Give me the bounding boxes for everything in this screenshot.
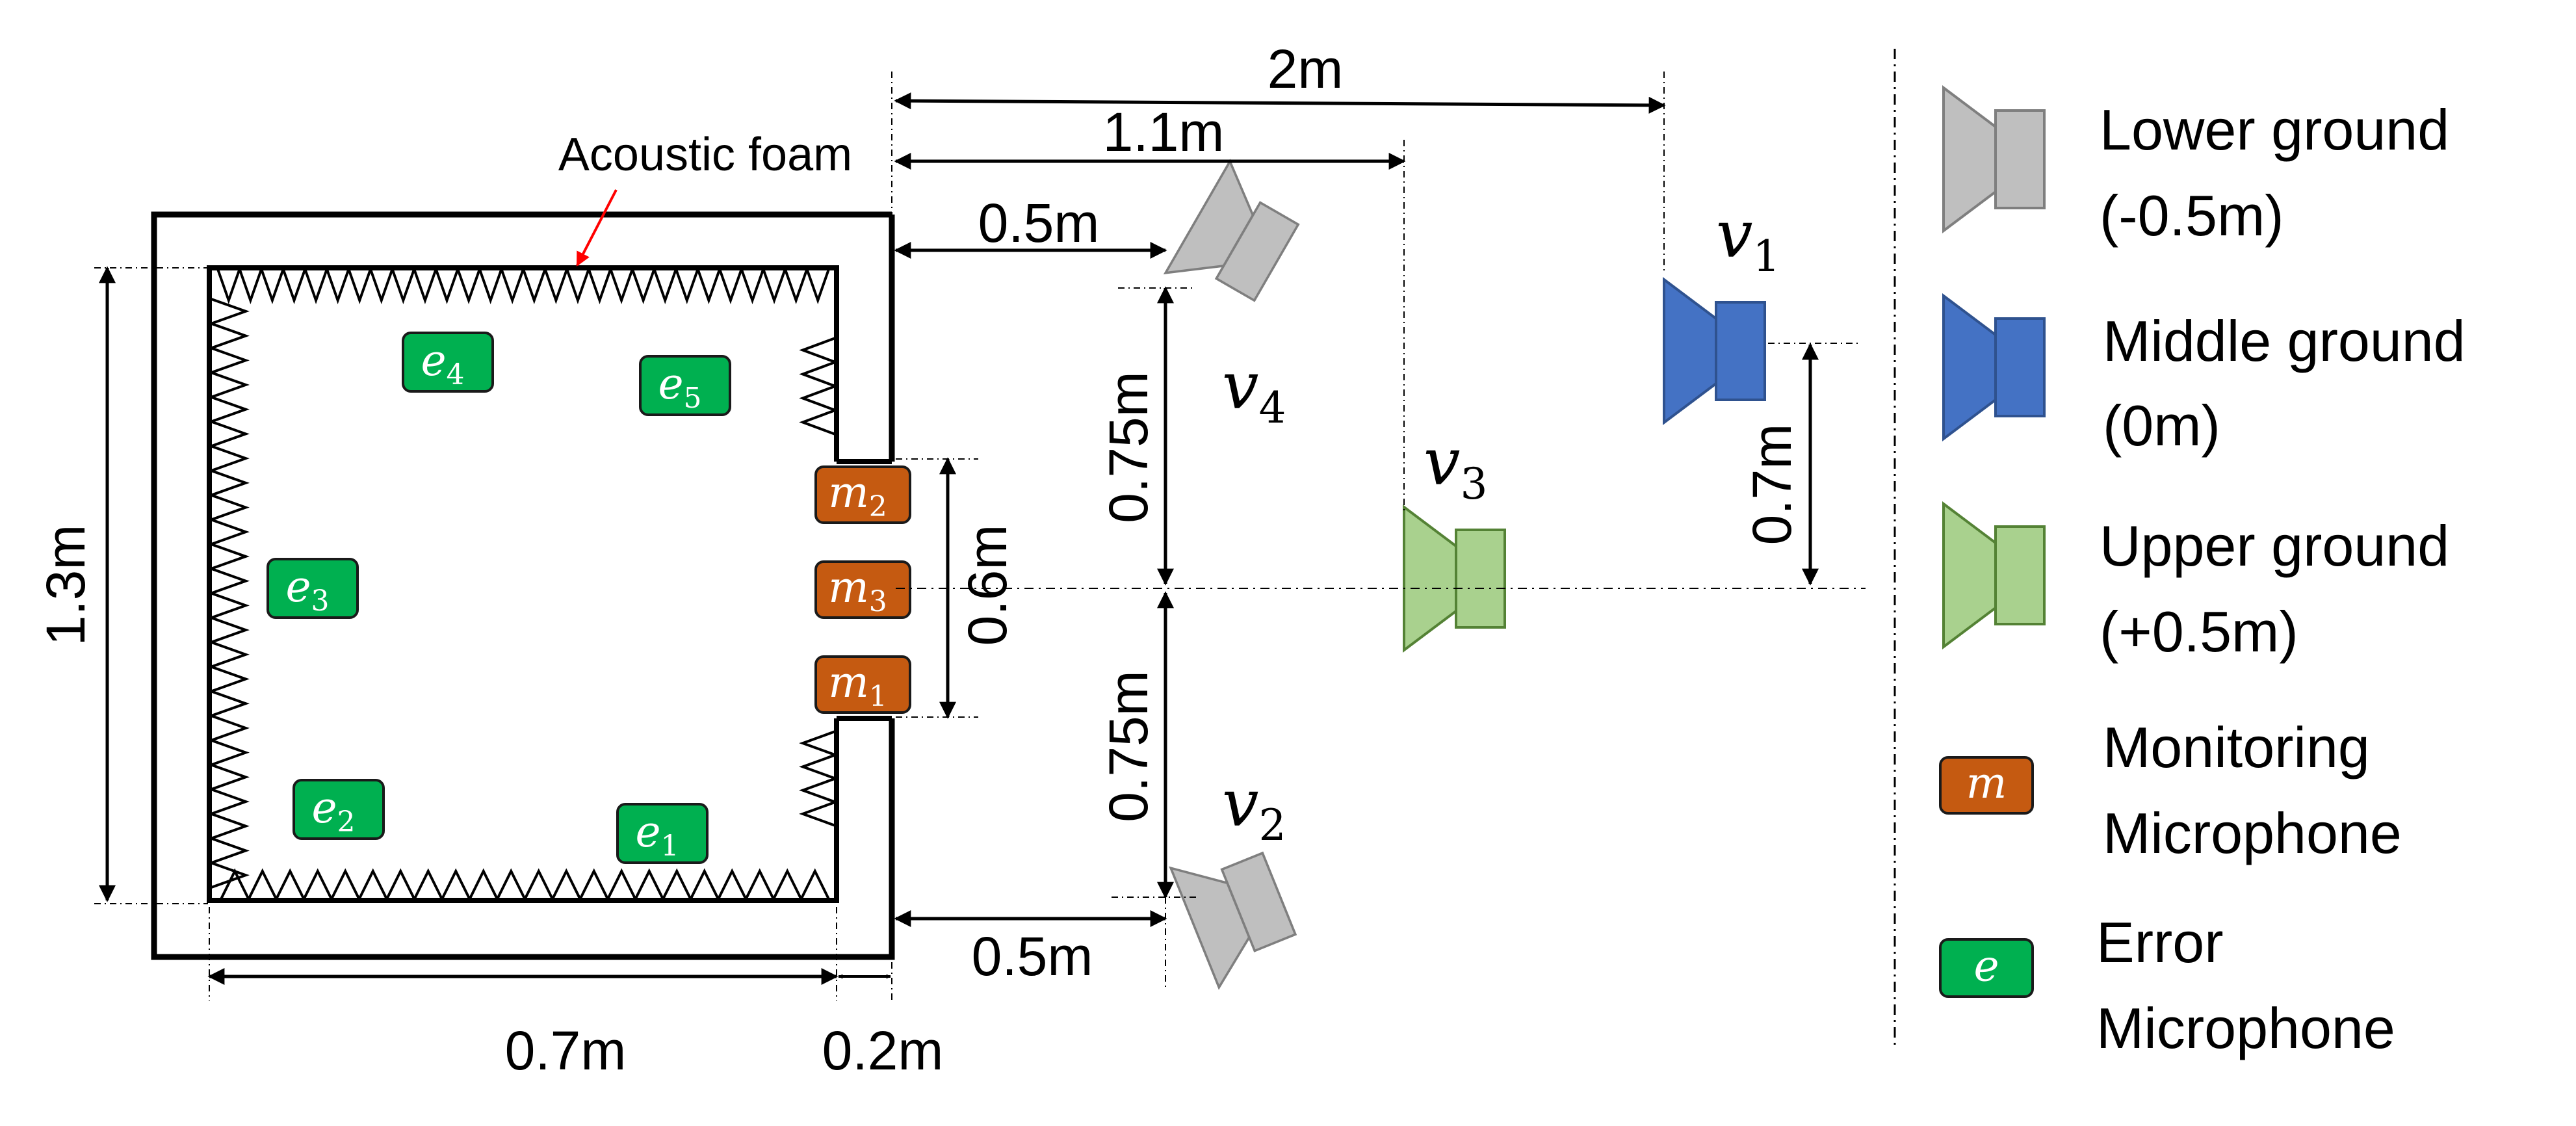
legend-error-mic-icon-box [1939,938,2034,998]
speaker-v1-label: v1 [1716,196,1780,282]
dimension-lines [94,49,1896,1047]
dim-v1-lateral-label: 0.7m [1741,424,1802,545]
dim-mic-span-label: 0.6m [957,525,1018,646]
speaker-v4-box [1214,201,1300,302]
legend-upper-speaker-icon [1942,501,2046,649]
monitoring-mic-m2: m2 [814,465,911,524]
room [151,211,895,960]
dim-v2-lateral-label: 0.75m [1098,670,1159,822]
speaker-v3 [1403,504,1506,653]
speaker-v3-label: v3 [1424,424,1488,509]
legend-error-line2: Microphone [2096,996,2395,1060]
speaker-v2-label: v2 [1222,765,1286,850]
monitoring-mic-m3: m3 [814,560,911,619]
speaker-v1-cone [1663,277,1717,425]
legend-error-line1: Error [2096,910,2224,975]
outer-wall [151,211,895,960]
legend-middle-line1: Middle ground [2103,309,2465,373]
speakers: v1 v4 v3 v2 [1163,159,1780,990]
microphones: e4 e5 e3 e2 e1 m2 m3 m1 [267,332,911,864]
foam-right-upper [799,337,839,436]
speaker-v1-box [1715,301,1766,401]
dim-v3-distance-label: 1.1m [1103,101,1225,163]
dim-room-width-label: 0.7m [505,1020,627,1081]
dim-room-height-label: 1.3m [35,525,96,646]
error-mic-e4: e4 [402,332,494,393]
dim-v1-distance-line [894,92,1666,114]
speaker-v3-cone [1403,504,1457,653]
legend-middle-speaker-icon [1942,293,2046,441]
foam-right-lower [799,730,839,827]
legend-error-mic-icon-label: e [1973,941,1999,991]
error-mic-e1-box [616,803,709,864]
legend-error-mic-icon: e [1939,938,2034,998]
speaker-v4 [1163,159,1300,302]
foam-left [207,298,250,889]
foam-top [216,265,830,305]
legend-monitoring-line1: Monitoring [2103,715,2370,779]
monitoring-mic-m3-box [814,560,911,619]
legend-middle-line2: (0m) [2103,393,2220,458]
legend-lower-line1: Lower ground [2100,98,2449,162]
legend-upper-line1: Upper ground [2100,514,2449,578]
speaker-v1 [1663,277,1766,425]
legend-text: Lower ground (-0.5m) Middle ground (0m) … [2096,98,2465,1060]
inner-wall [207,265,839,903]
error-mic-e4-label: e4 [421,335,464,391]
error-mic-e1: e1 [616,803,709,864]
monitoring-mic-m2-box [814,465,911,524]
monitoring-mic-m1-box [814,655,911,714]
monitoring-mic-m1: m1 [814,655,911,714]
error-mic-e3-box [267,558,359,619]
legend-monitoring-mic-icon-label: m [1966,758,2007,808]
error-mic-e2-box [293,779,385,840]
speaker-v4-label: v4 [1222,348,1286,433]
foam-pointer-arrow [576,189,618,267]
error-mic-e1-label: e1 [635,807,679,863]
speaker-v2-box [1220,851,1297,952]
legend-middle-speaker-icon-box [1994,317,2046,417]
foam-bottom [220,868,830,902]
legend-upper-speaker-icon-cone [1942,501,1997,649]
speaker-v3-box [1455,529,1506,629]
legend-monitoring-mic-icon-box [1939,756,2034,815]
legend-monitoring-mic-icon: m [1939,756,2034,815]
legend-lower-speaker-icon [1942,85,2046,233]
dim-v2-offset-label: 0.5m [972,926,1093,987]
error-mic-e5-box [639,355,731,416]
legend: me [1939,85,2046,998]
legend-lower-speaker-icon-box [1994,109,2046,209]
dim-v1-distance-label: 2m [1268,38,1344,99]
legend-lower-speaker-icon-cone [1942,85,1997,233]
error-mic-e2: e2 [293,779,385,840]
speaker-v2 [1169,851,1297,990]
legend-upper-line2: (+0.5m) [2100,599,2298,664]
error-mic-e4-box [402,332,494,393]
foam-label: Acoustic foam [558,129,852,181]
acoustic-foam [207,265,839,902]
error-mic-e3: e3 [267,558,359,619]
legend-lower-line2: (-0.5m) [2100,183,2284,248]
dim-wall-label: 0.2m [822,1020,944,1081]
legend-middle-speaker-icon-cone [1942,293,1997,441]
dim-v4-offset-label: 0.5m [978,192,1100,254]
dim-v4-lateral-label: 0.75m [1098,371,1159,523]
legend-monitoring-line2: Microphone [2103,801,2402,865]
legend-upper-speaker-icon-box [1994,525,2046,625]
error-mic-e5: e5 [639,355,731,416]
